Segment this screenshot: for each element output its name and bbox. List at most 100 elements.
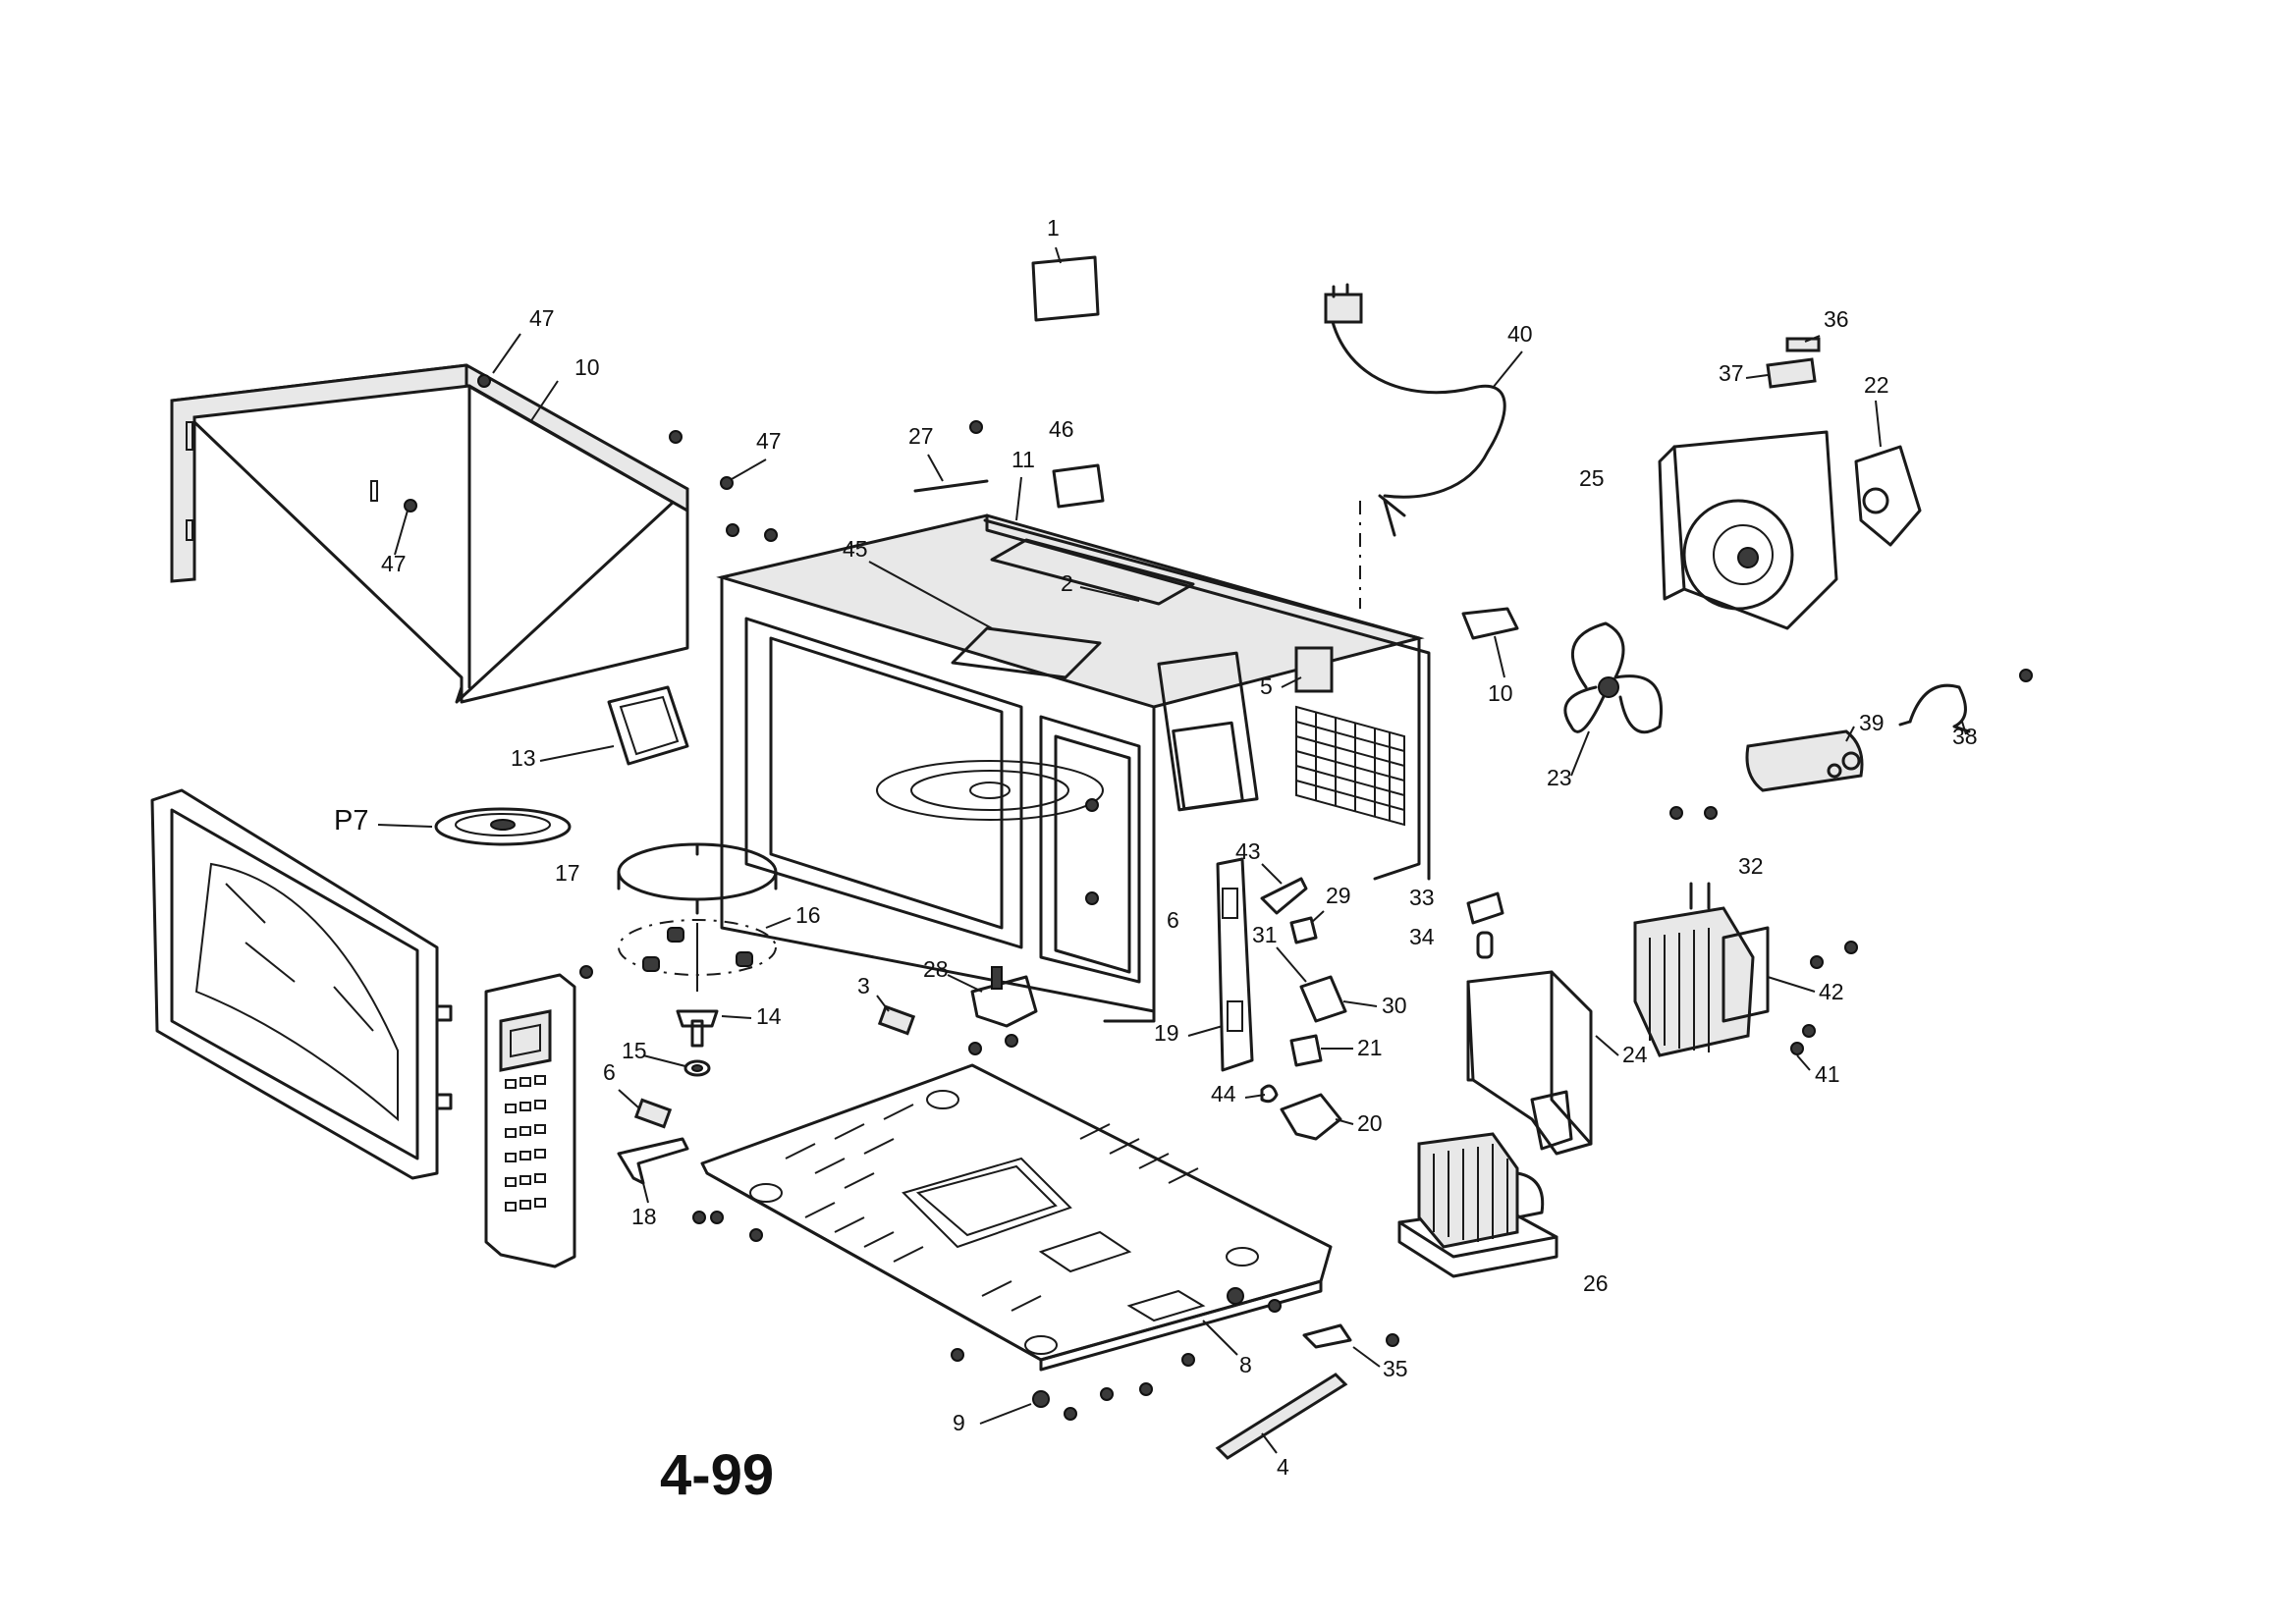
magnetron: [1633, 882, 1770, 1057]
small-parts: [607, 255, 1519, 1460]
callout-leader-c41: [1796, 1054, 1811, 1071]
callout-label-c15: 15: [622, 1038, 647, 1063]
callout-label-c10b: 10: [1488, 680, 1513, 706]
transformer: [1397, 1132, 1558, 1278]
callout-label-c25: 25: [1579, 465, 1605, 491]
fan-assembly: [1563, 337, 1922, 734]
callout-leader-c31: [1276, 946, 1307, 983]
callout-leader-c37: [1745, 374, 1769, 379]
callout-leader-c47c: [394, 510, 409, 556]
callout-leader-c13: [539, 745, 615, 762]
callout-label-c26: 26: [1583, 1270, 1609, 1296]
outer-cabinet: [170, 363, 689, 704]
callout-leader-c36: [1804, 335, 1821, 343]
callout-label-c47b: 47: [756, 428, 782, 454]
callout-leader-c3: [876, 995, 890, 1012]
callout-label-c27: 27: [908, 423, 934, 449]
callout-label-c35: 35: [1383, 1356, 1408, 1381]
callout-label-c16: 16: [795, 902, 821, 928]
callout-label-c46: 46: [1049, 416, 1074, 442]
callout-label-c30: 30: [1382, 993, 1407, 1018]
callout-label-c3: 3: [857, 973, 870, 998]
callout-leader-c30: [1342, 1000, 1378, 1007]
callout-leader-c4: [1261, 1432, 1278, 1454]
callout-leader-c38: [1961, 721, 1967, 735]
callout-label-c13: 13: [511, 745, 536, 771]
callout-label-c33: 33: [1409, 885, 1435, 910]
callout-label-c17: 17: [555, 860, 580, 886]
callout-label-c19: 19: [1154, 1020, 1179, 1046]
callout-label-c41: 41: [1815, 1061, 1840, 1087]
callout-leader-c1: [1055, 246, 1062, 264]
cavity-frame: [716, 513, 1431, 1023]
callout-label-c32: 32: [1738, 853, 1764, 879]
callout-label-c9: 9: [953, 1410, 965, 1435]
callout-label-c5: 5: [1260, 674, 1273, 699]
callout-leader-c18: [642, 1182, 649, 1204]
callout-label-c28: 28: [923, 956, 949, 982]
callout-label-c8: 8: [1239, 1352, 1252, 1377]
callout-leader-c29: [1310, 910, 1325, 924]
screws: [404, 374, 2033, 1421]
callout-leader-c5: [1281, 676, 1302, 688]
callout-label-c23: 23: [1547, 765, 1572, 790]
callout-label-c34: 34: [1409, 924, 1435, 949]
base-plate: [700, 1063, 1333, 1372]
callout-label-c42: 42: [1819, 979, 1844, 1004]
callout-label-c2: 2: [1061, 570, 1073, 596]
power-cord: [1324, 283, 1506, 609]
callout-leader-c10b: [1494, 635, 1505, 678]
callout-leader-c40: [1492, 351, 1523, 389]
callout-leader-c35: [1352, 1346, 1381, 1368]
air-guide: [1466, 970, 1593, 1156]
callouts: 1234566891010111314151617181920212223242…: [334, 215, 1978, 1480]
callout-leader-c9: [979, 1403, 1032, 1425]
callout-leader-c6b: [618, 1089, 639, 1108]
callout-leader-c43: [1261, 863, 1283, 885]
door-assembly: [150, 788, 453, 1180]
callout-label-cP7: P7: [334, 805, 368, 836]
callout-leader-c47a: [492, 333, 521, 374]
callout-leader-c24: [1595, 1035, 1619, 1056]
capacitor: [1745, 683, 1971, 792]
callout-label-c43: 43: [1235, 838, 1261, 864]
page-number: 4-99: [660, 1443, 774, 1507]
callout-leader-c20: [1335, 1118, 1354, 1125]
vent-grille: [1295, 705, 1405, 827]
callout-label-c10a: 10: [574, 354, 600, 380]
callout-leader-c19: [1187, 1025, 1224, 1037]
callout-leader-c8: [1202, 1320, 1238, 1356]
callout-label-c1: 1: [1047, 215, 1060, 241]
callout-label-c22: 22: [1864, 372, 1889, 398]
callout-label-c39: 39: [1859, 710, 1885, 735]
callout-label-c31: 31: [1252, 922, 1278, 947]
callout-label-c47a: 47: [529, 305, 555, 331]
callout-label-c14: 14: [756, 1003, 782, 1029]
callout-label-c24: 24: [1622, 1042, 1648, 1067]
callout-leader-c27: [927, 454, 944, 482]
callout-label-c6b: 6: [603, 1059, 616, 1085]
callout-label-c29: 29: [1326, 883, 1351, 908]
control-panel: [484, 973, 576, 1268]
callout-leader-c15: [642, 1054, 686, 1067]
turntable-parts: [434, 807, 778, 1077]
base-vent-slots: [785, 1104, 1199, 1312]
callout-leader-c44: [1244, 1094, 1266, 1099]
callout-label-c11: 11: [1011, 447, 1035, 472]
callout-label-c38: 38: [1952, 724, 1978, 749]
callout-leader-c11: [1015, 476, 1022, 521]
callout-leader-c23: [1570, 730, 1590, 777]
callout-label-c44: 44: [1211, 1081, 1236, 1106]
callout-leader-c28: [947, 974, 983, 993]
callout-label-c36: 36: [1824, 306, 1849, 332]
callout-leader-c16: [765, 917, 792, 929]
callout-label-c45: 45: [843, 536, 868, 562]
callout-leader-c47b: [731, 458, 767, 480]
callout-leader-c10a: [529, 380, 559, 423]
callout-label-c20: 20: [1357, 1110, 1383, 1136]
keypad: [505, 1075, 546, 1212]
callout-leader-cP7: [377, 824, 433, 828]
callout-leader-c45: [868, 561, 993, 629]
callout-label-c6a: 6: [1167, 907, 1179, 933]
